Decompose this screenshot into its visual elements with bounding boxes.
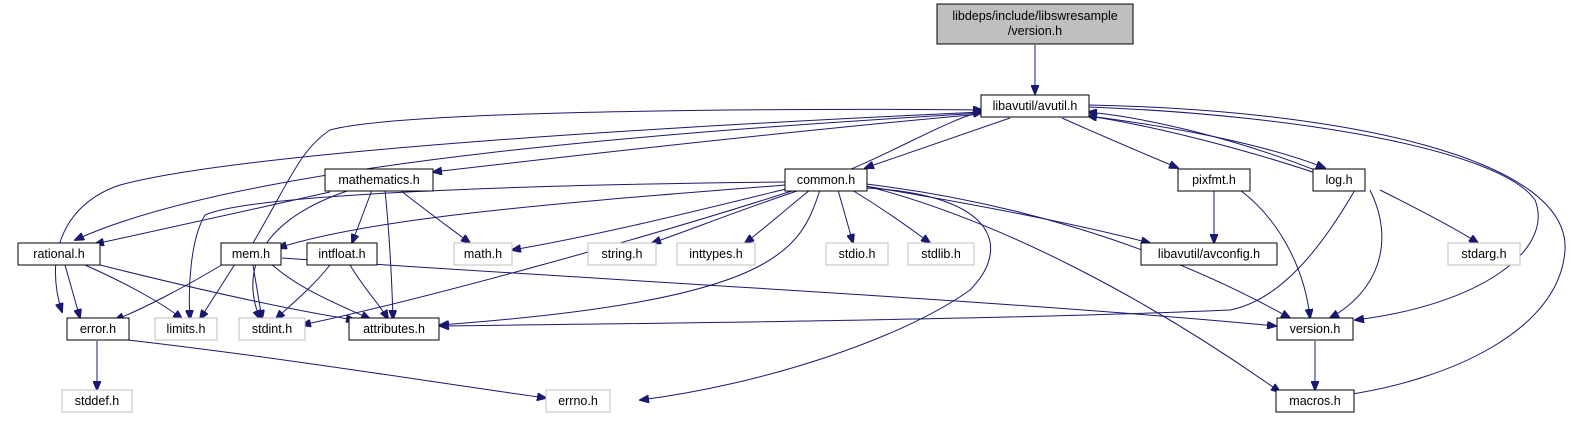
- node-stdarg-label: stdarg.h: [1461, 247, 1506, 261]
- edge-common-math: [512, 187, 791, 250]
- edge-avutil-log: [1087, 115, 1325, 168]
- node-limits: limits.h: [154, 317, 218, 341]
- node-rational-label: rational.h: [33, 247, 84, 261]
- edge-common-attributes: [440, 189, 821, 325]
- node-error-label: error.h: [80, 322, 116, 336]
- edge-common-stdlib: [851, 189, 930, 243]
- node-rational[interactable]: rational.h: [17, 242, 101, 266]
- edge-rational-attributes: [99, 264, 355, 320]
- node-stdint: stdint.h: [238, 317, 306, 341]
- node-inttypes-label: inttypes.h: [689, 247, 743, 261]
- edge-rational-error: [64, 264, 80, 318]
- node-stdlib: stdlib.h: [907, 242, 975, 266]
- node-avconfig-label: libavutil/avconfig.h: [1158, 247, 1260, 261]
- node-log-label: log.h: [1325, 173, 1352, 187]
- edge-mem-limits: [200, 263, 236, 319]
- edge-mem-error: [115, 262, 226, 320]
- node-intfloat[interactable]: intfloat.h: [306, 242, 378, 266]
- node-attributes[interactable]: attributes.h: [348, 317, 440, 341]
- root-node-label-line1: libdeps/include/libswresample: [952, 9, 1117, 23]
- node-macros-label: macros.h: [1289, 394, 1340, 408]
- edge-avutil-rational: [75, 112, 983, 240]
- node-log[interactable]: log.h: [1312, 168, 1366, 192]
- node-avutil[interactable]: libavutil/avutil.h: [980, 94, 1090, 118]
- node-attributes-label: attributes.h: [363, 322, 425, 336]
- node-avutil-label: libavutil/avutil.h: [993, 99, 1078, 113]
- node-intfloat-label: intfloat.h: [318, 247, 365, 261]
- edge-log-version: [1330, 189, 1383, 318]
- edge-log-avutil: [1088, 116, 1331, 179]
- edge-pixfmt-version: [1239, 189, 1310, 318]
- node-math-label: math.h: [464, 247, 502, 261]
- edge-mathematics-math: [399, 189, 470, 243]
- edge-intfloat-attributes: [349, 264, 388, 319]
- edge-mem-attributes: [269, 262, 370, 319]
- edge-common-avconfig: [864, 185, 1150, 243]
- edge-error-errno: [127, 339, 546, 398]
- node-stdint-label: stdint.h: [252, 322, 292, 336]
- edge-common-mem: [278, 184, 786, 248]
- node-version-label: version.h: [1290, 322, 1341, 336]
- edge-log-attributes: [440, 189, 1356, 326]
- node-common[interactable]: common.h: [784, 168, 868, 192]
- node-limits-label: limits.h: [167, 322, 206, 336]
- edge-common-limits: [189, 181, 786, 319]
- edge-mathematics-intfloat: [352, 189, 373, 243]
- node-avconfig[interactable]: libavutil/avconfig.h: [1140, 242, 1278, 266]
- node-stdarg: stdarg.h: [1447, 242, 1521, 266]
- node-mathematics-label: mathematics.h: [338, 173, 419, 187]
- edge-common-version: [865, 183, 1290, 318]
- node-mem[interactable]: mem.h: [220, 242, 282, 266]
- edge-log-stdarg: [1379, 189, 1478, 243]
- node-inttypes: inttypes.h: [676, 242, 756, 266]
- edge-mathematics-attributes: [384, 189, 393, 319]
- dependency-edges: [55, 45, 1566, 400]
- node-math: math.h: [453, 242, 513, 266]
- edge-common-inttypes: [745, 189, 811, 243]
- node-string: string.h: [587, 242, 657, 266]
- node-stddef-label: stddef.h: [75, 394, 120, 408]
- node-stddef: stddef.h: [61, 389, 133, 413]
- edge-avutil-pixfmt: [1061, 117, 1178, 168]
- edge-common-stdio: [837, 189, 853, 243]
- edge-avutil-version: [1087, 106, 1539, 320]
- node-mathematics[interactable]: mathematics.h: [324, 168, 434, 192]
- edge-avutil-common: [865, 117, 1011, 168]
- node-common-label: common.h: [797, 173, 855, 187]
- node-macros[interactable]: macros.h: [1275, 389, 1355, 413]
- edge-avutil-mathematics: [433, 113, 983, 172]
- node-stdio: stdio.h: [825, 242, 889, 266]
- node-stdlib-label: stdlib.h: [921, 247, 961, 261]
- node-mem-label: mem.h: [232, 247, 270, 261]
- edge-common-macros: [865, 185, 1280, 392]
- edge-intfloat-stdint: [276, 264, 331, 319]
- node-errno: errno.h: [545, 389, 611, 413]
- node-error[interactable]: error.h: [66, 317, 130, 341]
- node-pixfmt-label: pixfmt.h: [1192, 173, 1236, 187]
- edge-avutil-error: [55, 111, 983, 312]
- node-errno-label: errno.h: [558, 394, 598, 408]
- node-pixfmt[interactable]: pixfmt.h: [1177, 168, 1251, 192]
- root-node-version-h: libdeps/include/libswresample /version.h: [936, 3, 1134, 45]
- root-node-label-line2: /version.h: [1008, 24, 1062, 38]
- edge-log-avutil-2: [1088, 112, 1321, 173]
- node-string-label: string.h: [602, 247, 643, 261]
- edge-common-string: [652, 189, 801, 243]
- edge-mem-stdint: [252, 264, 262, 319]
- node-version[interactable]: version.h: [1276, 317, 1354, 341]
- edge-rational-limits: [84, 264, 182, 319]
- edge-mem-avutil: [252, 109, 982, 244]
- edge-avutil-macros: [1087, 104, 1566, 395]
- node-stdio-label: stdio.h: [839, 247, 876, 261]
- edge-mem-version: [281, 257, 1276, 326]
- edge-common-errno: [640, 187, 992, 400]
